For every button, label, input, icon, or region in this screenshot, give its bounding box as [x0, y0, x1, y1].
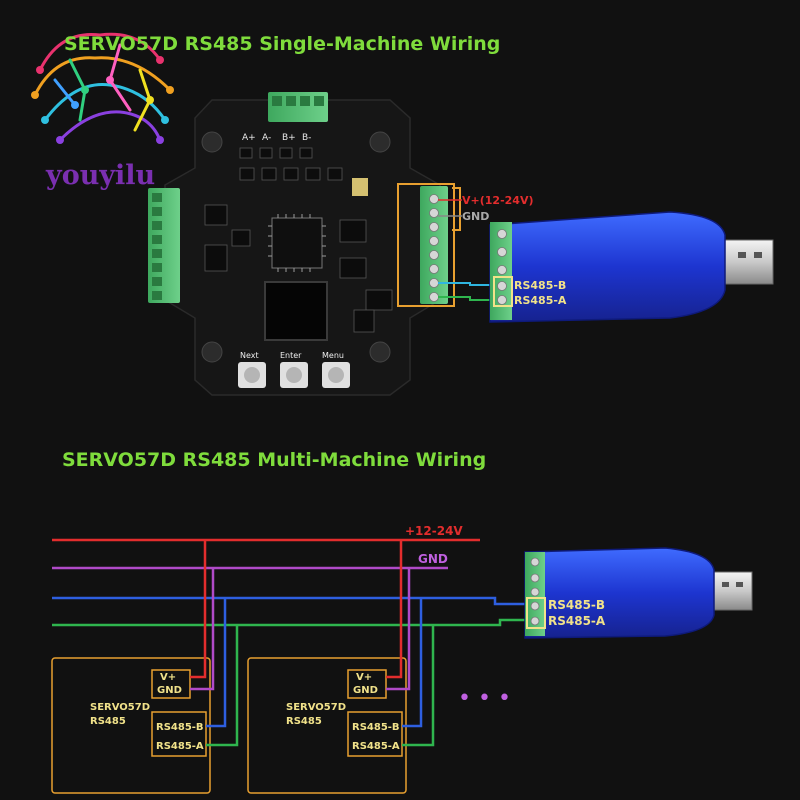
- mcu-chip: [268, 214, 326, 272]
- motor-pin-label-b-minus: B-: [302, 133, 311, 143]
- driver1-rs485-b: RS485-B: [156, 722, 204, 733]
- driver2-name: SERVO57D: [286, 702, 346, 713]
- section2-bus: [52, 538, 530, 627]
- usb1-rs485-a-label: RS485-A: [514, 294, 567, 307]
- driver-1: SERVO57D RS485 V+ GND RS485-B RS485-A: [51, 540, 239, 794]
- driver1-sub: RS485: [90, 716, 126, 727]
- usb2-rs485-b-label: RS485-B: [548, 598, 605, 612]
- brand-name: youyilu: [45, 160, 155, 191]
- left-terminal-block: [148, 188, 180, 303]
- motor-pin-label-b-plus: B+: [282, 133, 296, 143]
- servo-board: A+ A- B+ B-: [148, 92, 455, 396]
- menu-button-label: Menu: [322, 351, 344, 360]
- driver2-sub: RS485: [286, 716, 322, 727]
- usb-rs485-adapter-2: RS485-B RS485-A: [524, 547, 753, 639]
- brand-logo: youyilu: [31, 32, 174, 191]
- motor-pin-label-a-minus: A-: [262, 133, 271, 143]
- enter-button-label: Enter: [280, 351, 302, 360]
- driver1-gnd: GND: [157, 685, 182, 696]
- next-button[interactable]: Next: [238, 351, 266, 388]
- menu-button[interactable]: Menu: [322, 351, 350, 388]
- enter-button[interactable]: Enter: [280, 351, 308, 388]
- driver2-rs485-b: RS485-B: [352, 722, 400, 733]
- section1-title: SERVO57D RS485 Single-Machine Wiring: [64, 33, 500, 55]
- driver2-rs485-a: RS485-A: [352, 741, 400, 752]
- power-gnd-label: GND: [462, 210, 489, 223]
- driver-2: SERVO57D RS485 V+ GND RS485-B RS485-A: [247, 540, 435, 794]
- power-vplus-label: V+(12-24V): [462, 194, 533, 207]
- more-drivers-ellipsis: • • •: [458, 686, 511, 711]
- usb-rs485-adapter-1: RS485-B RS485-A: [489, 211, 774, 323]
- driver2-gnd: GND: [353, 685, 378, 696]
- driver1-rs485-a: RS485-A: [156, 741, 204, 752]
- usb2-rs485-a-label: RS485-A: [548, 614, 606, 628]
- terminal-highlight: [397, 183, 455, 307]
- right-terminal-block: [420, 186, 448, 304]
- next-button-label: Next: [240, 351, 259, 360]
- bus-gnd-label: GND: [418, 552, 448, 566]
- oled-screen: [264, 281, 328, 341]
- driver1-name: SERVO57D: [90, 702, 150, 713]
- driver1-vplus: V+: [160, 672, 176, 683]
- bus-vplus-label: +12-24V: [405, 524, 463, 538]
- motor-pin-label-a-plus: A+: [242, 133, 256, 143]
- usb1-rs485-b-label: RS485-B: [514, 279, 566, 292]
- section2-title: SERVO57D RS485 Multi-Machine Wiring: [62, 449, 486, 471]
- board-buttons: Next Enter Menu: [238, 351, 350, 388]
- section1-wiring: V+(12-24V) GND: [438, 187, 533, 301]
- motor-terminal-block: A+ A- B+ B-: [242, 92, 328, 143]
- driver2-vplus: V+: [356, 672, 372, 683]
